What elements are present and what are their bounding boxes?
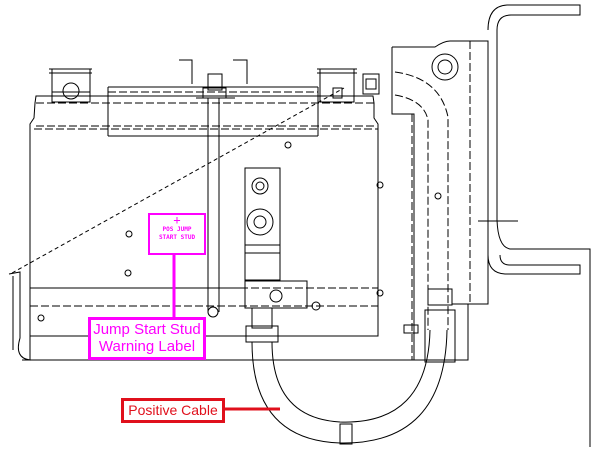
positive-terminal xyxy=(11,68,380,274)
hold-down-clamp xyxy=(179,59,248,318)
negative-terminal xyxy=(49,68,92,103)
tag-line-1: POS JUMP xyxy=(162,226,192,233)
side-clip xyxy=(8,271,31,361)
jump-start-stud xyxy=(244,167,308,343)
callout-line-2: Warning Label xyxy=(98,338,196,355)
mounting-holes xyxy=(37,141,442,322)
battery-body xyxy=(29,86,379,337)
mounting-bracket xyxy=(391,4,591,447)
callout-line-1: Jump Start Stud xyxy=(93,321,201,338)
callout-text: Positive Cable xyxy=(128,402,218,418)
jump-start-stud-warning-label-callout: Jump Start Stud Warning Label xyxy=(88,317,206,360)
positive-cable-drawing xyxy=(251,309,456,445)
tag-line-2: START STUD xyxy=(158,234,196,241)
pos-jump-start-stud-tag: + POS JUMP START STUD xyxy=(148,213,206,255)
positive-cable-callout: Positive Cable xyxy=(121,398,225,423)
plus-symbol: + xyxy=(173,213,181,227)
